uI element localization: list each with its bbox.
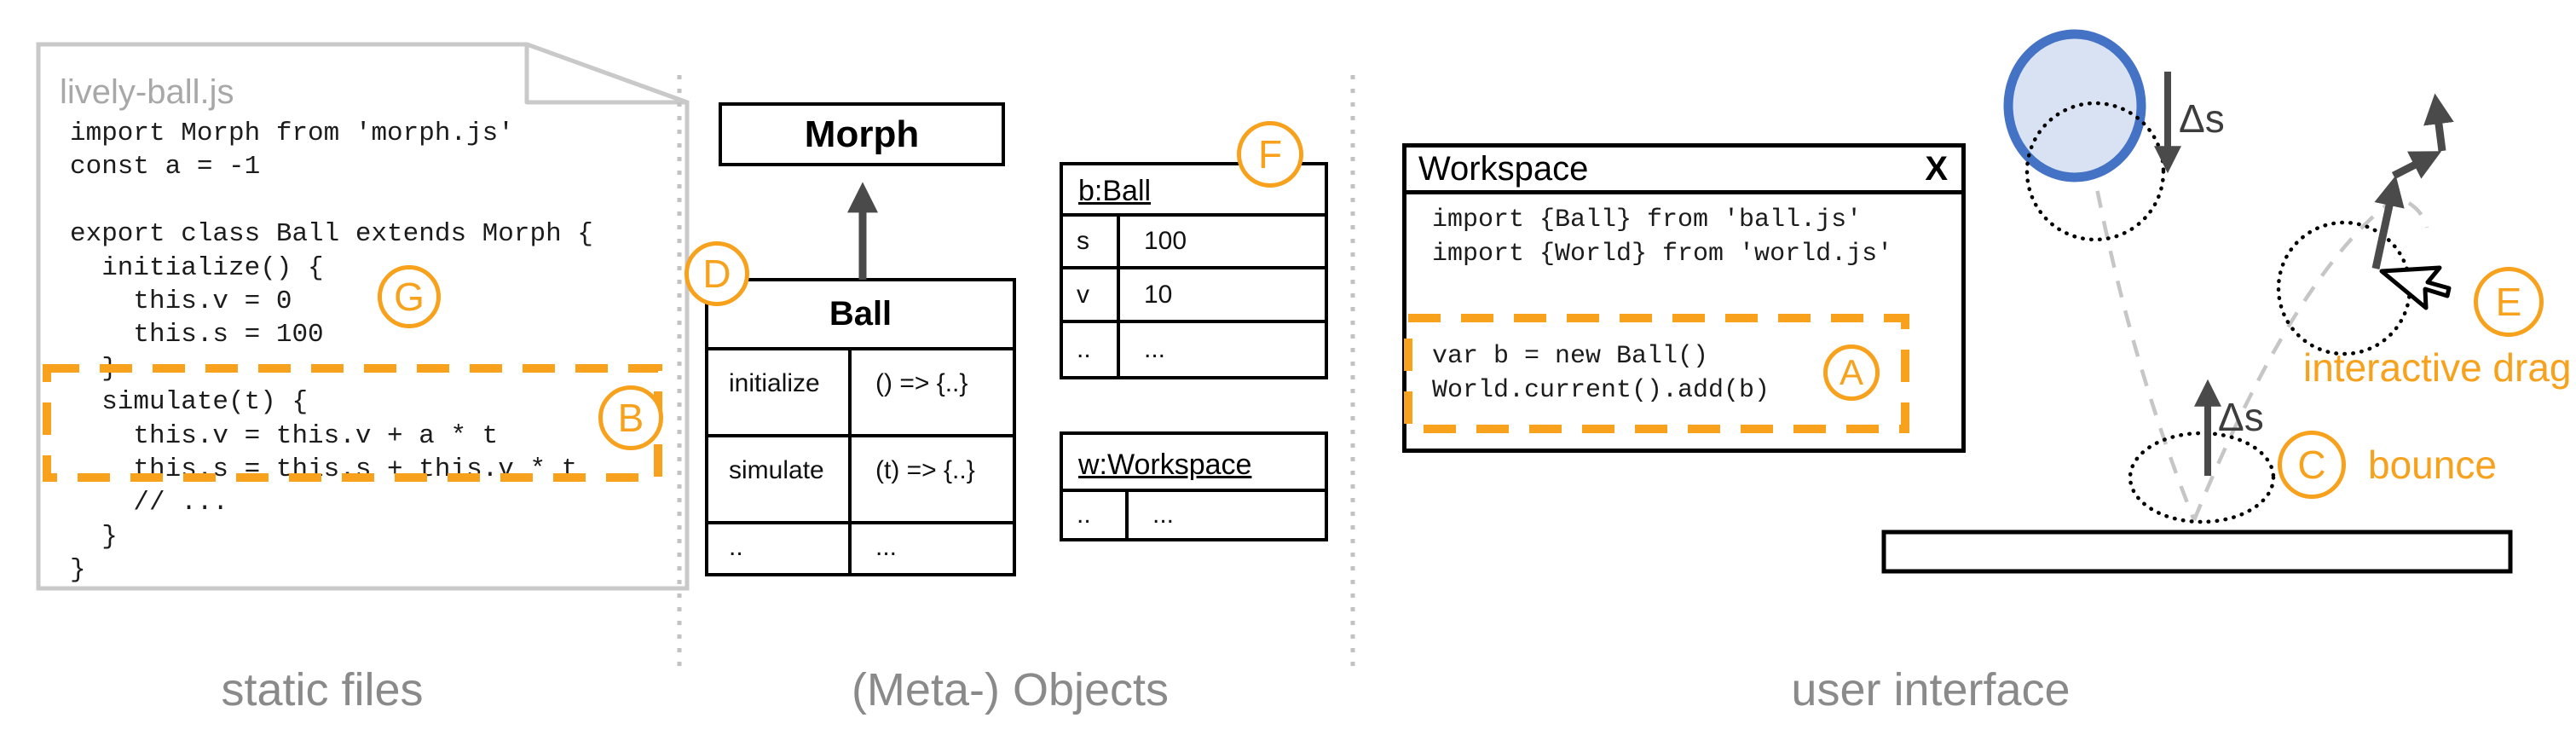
code-line: this.v = this.v + a * t [70, 420, 499, 451]
caption-user-interface: user interface [1791, 664, 2071, 715]
workspace-titlebar: Workspace X [1406, 148, 1961, 194]
code-line: simulate(t) { [70, 387, 309, 418]
code-line: this.v = 0 [70, 286, 292, 316]
ball-instance-ellipsis: .. [1063, 323, 1120, 376]
code-line: } [70, 555, 86, 586]
interactive-drag-label: interactive drag [2303, 345, 2572, 390]
code-line: const a = -1 [70, 152, 261, 182]
marker-f-badge: F [1237, 121, 1303, 188]
ball-instance-field: s [1063, 217, 1120, 266]
marker-d-badge: D [684, 241, 749, 306]
ball-instance-value: 100 [1144, 227, 1187, 255]
workspace-instance-ellipsis: .. [1063, 492, 1129, 538]
code-line: } [70, 353, 118, 384]
code-line: this.s = 100 [70, 320, 324, 350]
marker-a-label: A [1839, 352, 1863, 392]
code-line: // ... [70, 488, 229, 518]
ball-instance-ellipsis-value: ... [1144, 335, 1166, 363]
workspace-window-title: Workspace [1418, 149, 1589, 188]
ball-class-title: Ball [829, 295, 892, 333]
bounce-label: bounce [2368, 443, 2497, 487]
ball-instance-field: v [1063, 269, 1120, 320]
ball-class-ellipsis: .. [708, 524, 852, 573]
code-line: import Morph from 'morph.js' [70, 119, 514, 148]
workspace-code-line: World.current().add(b) [1432, 376, 1770, 405]
code-line: this.s = this.s + this.v * t [70, 454, 578, 484]
delta-s-bottom-label: Δs [2218, 395, 2264, 439]
ball-class-table: Ball initialize () => {..} simulate (t) … [705, 278, 1016, 576]
workspace-instance-ellipsis-value: ... [1152, 501, 1175, 529]
ball-instance-title: b:Ball [1078, 175, 1152, 207]
code-line [70, 184, 593, 217]
ball-class-ellipsis-value: ... [875, 533, 898, 561]
marker-g-label: G [394, 275, 425, 319]
ball-instance-table: b:Ball s 100 v 10 .. ... [1060, 162, 1328, 379]
workspace-code-line [1432, 305, 1961, 339]
workspace-window: Workspace X import {Ball} from 'ball.js'… [1402, 143, 1966, 453]
workspace-code-line: import {World} from 'world.js' [1432, 240, 1893, 269]
caption-static-files: static files [221, 664, 424, 715]
code-line: export class Ball extends Morph { [70, 219, 593, 250]
marker-d-label: D [702, 252, 731, 296]
workspace-code-line: import {Ball} from 'ball.js' [1432, 206, 1863, 234]
morph-class-box: Morph [719, 102, 1005, 166]
code-line: initialize() { [70, 252, 324, 283]
ball-class-method-value: () => {..} [875, 369, 968, 397]
close-button[interactable]: X [1925, 149, 1948, 188]
delta-s-top-label: Δs [2179, 96, 2225, 141]
ball-class-method-name: initialize [708, 350, 852, 434]
code-line: } [70, 521, 118, 552]
marker-e-badge: E [2474, 267, 2544, 337]
workspace-code-line: var b = new Ball() [1432, 342, 1709, 371]
ball-instance-value: 10 [1144, 280, 1173, 309]
marker-c-label: C [2297, 443, 2326, 487]
caption-meta-objects: (Meta-) Objects [851, 664, 1170, 715]
marker-c-badge: C [2278, 431, 2346, 499]
morph-class-label: Morph [804, 113, 920, 155]
marker-b-label: B [617, 396, 644, 440]
file-page-fold-corner [524, 42, 690, 105]
workspace-instance-table: w:Workspace .. ... [1060, 431, 1328, 541]
workspace-instance-title: w:Workspace [1078, 449, 1252, 481]
workspace-code-line [1432, 271, 1961, 305]
marker-a-badge: A [1823, 344, 1880, 401]
ball-class-method-value: (t) => {..} [875, 456, 975, 484]
marker-f-label: F [1257, 132, 1283, 177]
marker-e-label: E [2495, 280, 2522, 324]
marker-g-badge: G [378, 265, 441, 328]
marker-b-badge: B [598, 385, 663, 450]
ball-class-method-name: simulate [708, 437, 852, 521]
file-code-block: import Morph from 'morph.js' const a = -… [70, 117, 593, 587]
file-title: lively-ball.js [60, 73, 234, 111]
